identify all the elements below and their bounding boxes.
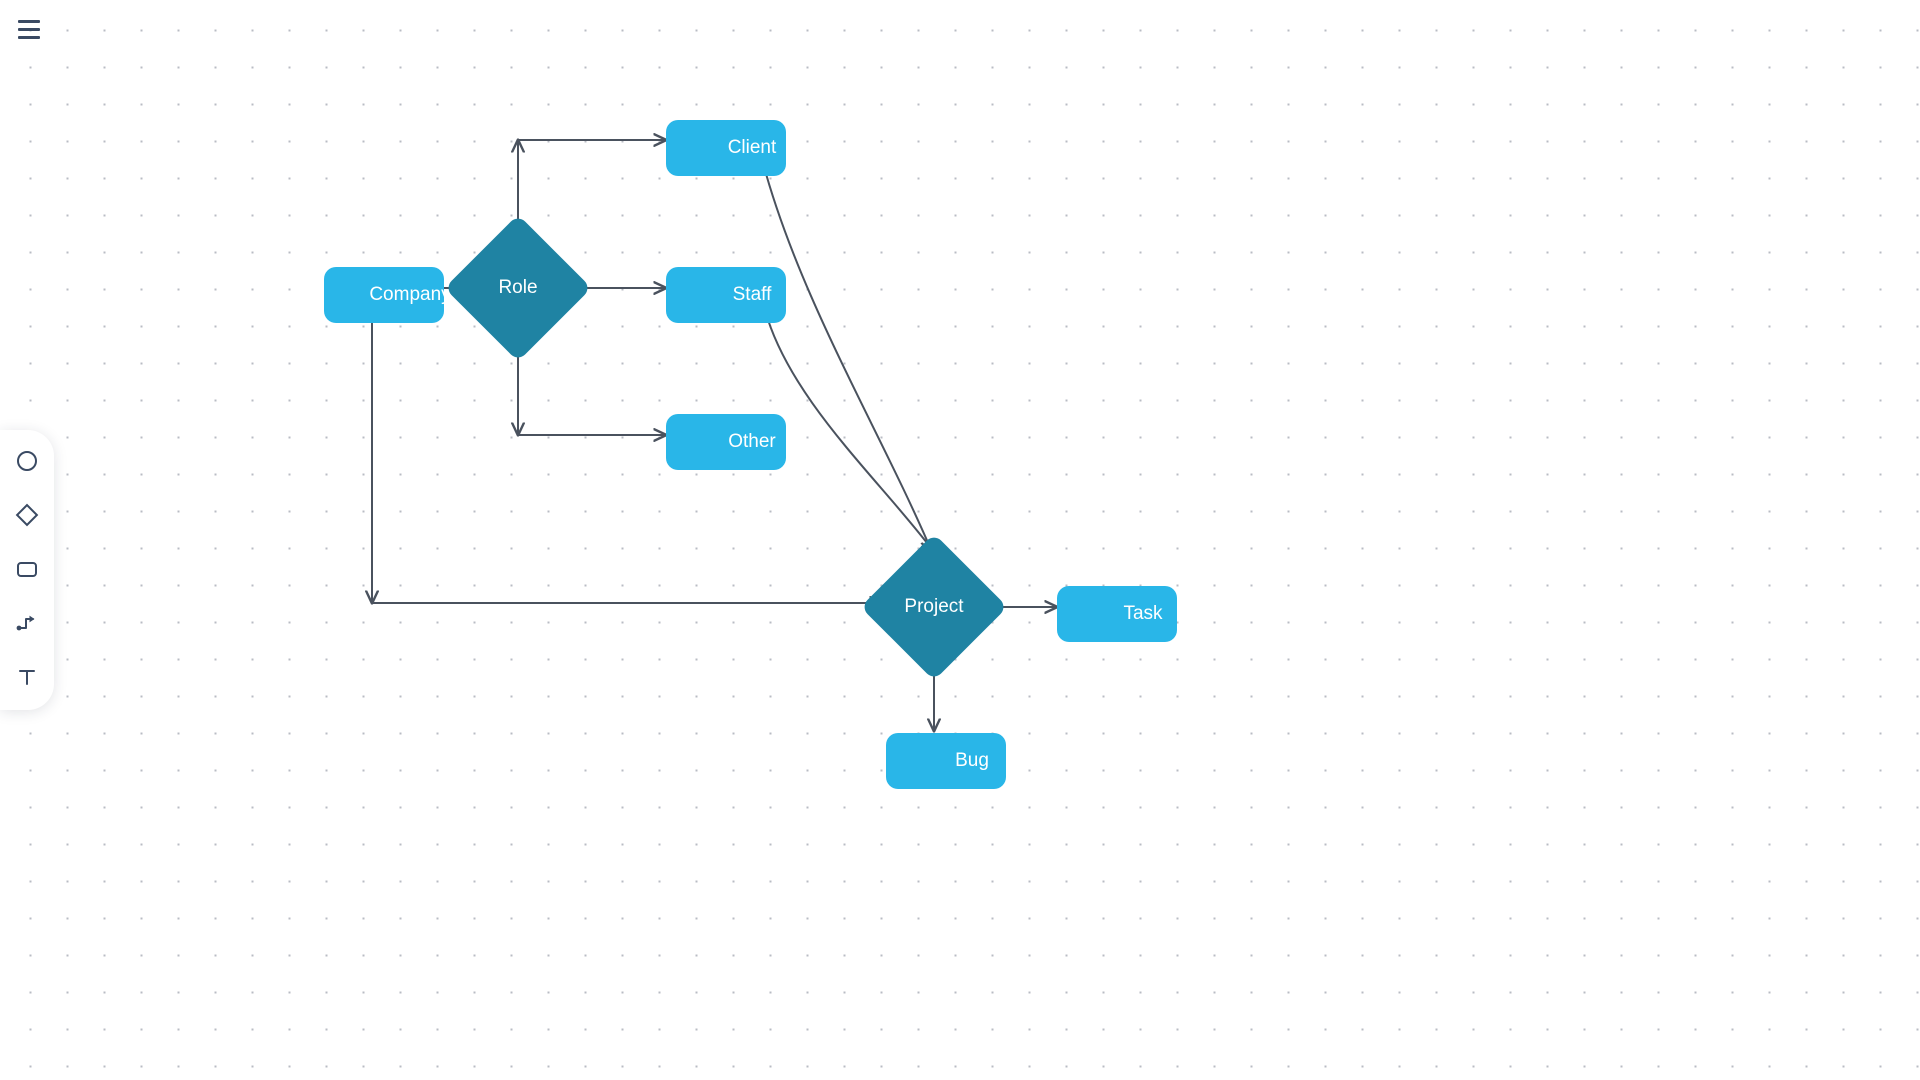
hamburger-icon-bar bbox=[18, 35, 40, 39]
edge-client-project bbox=[762, 162, 932, 552]
shape-toolbar bbox=[0, 430, 54, 710]
tool-rectangle[interactable] bbox=[10, 552, 44, 586]
node-staff[interactable]: Staff bbox=[666, 267, 786, 323]
node-label: Other bbox=[728, 431, 776, 452]
node-task[interactable]: Task bbox=[1057, 586, 1177, 642]
node-label: Client bbox=[727, 137, 777, 158]
node-label: Project bbox=[904, 596, 964, 617]
node-label: Staff bbox=[732, 284, 772, 305]
hamburger-icon-bar bbox=[18, 19, 40, 23]
hamburger-menu-button[interactable] bbox=[12, 12, 46, 46]
rectangle-icon bbox=[15, 558, 39, 580]
circle-icon bbox=[16, 450, 38, 472]
node-client[interactable]: Client bbox=[666, 120, 786, 176]
edge-staff-project bbox=[764, 309, 934, 552]
node-bug[interactable]: Bug bbox=[886, 733, 1006, 789]
tool-connector[interactable] bbox=[10, 606, 44, 640]
tool-text[interactable] bbox=[10, 660, 44, 694]
node-label: Task bbox=[1123, 603, 1163, 624]
diamond-icon bbox=[15, 503, 39, 527]
node-role[interactable]: Role bbox=[444, 214, 592, 362]
node-label: Bug bbox=[955, 750, 989, 771]
node-project[interactable]: Project bbox=[860, 533, 1008, 681]
hamburger-icon-bar bbox=[18, 27, 40, 31]
node-label: Company bbox=[369, 284, 444, 305]
node-other[interactable]: Other bbox=[666, 414, 786, 470]
tool-diamond[interactable] bbox=[10, 498, 44, 532]
tool-ellipse[interactable] bbox=[10, 444, 44, 478]
connector-arrow-icon bbox=[15, 612, 39, 634]
node-label: Role bbox=[498, 277, 538, 298]
text-icon bbox=[16, 666, 38, 688]
node-company[interactable]: Company bbox=[324, 267, 444, 323]
